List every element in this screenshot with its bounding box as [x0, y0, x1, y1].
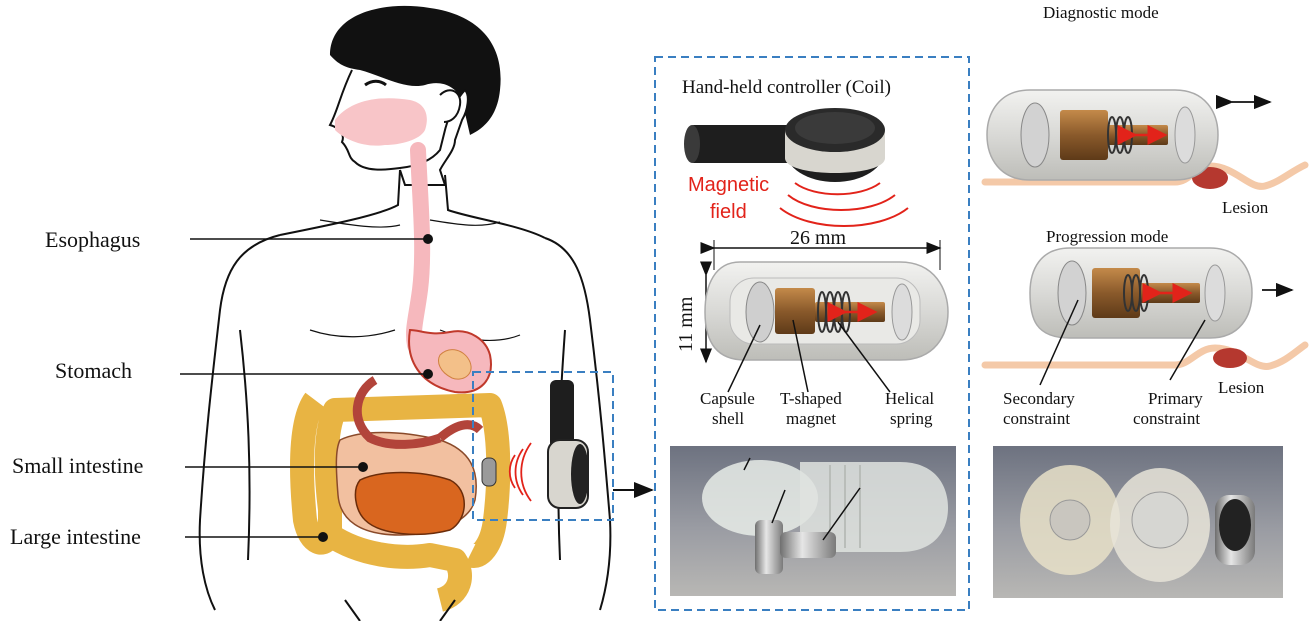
stomach-marker	[423, 369, 433, 379]
magnet-label-line2: magnet	[786, 409, 836, 428]
small-intestine-dark	[355, 473, 464, 535]
progression-mode-title: Progression mode	[1046, 227, 1168, 246]
arm-inner-left	[240, 330, 250, 560]
label-large-intestine: Large intestine	[10, 524, 141, 549]
label-stomach: Stomach	[55, 358, 132, 383]
secondary-constraint-label-line1: Secondary	[1003, 389, 1075, 408]
capsule-diameter-label: 11 mm	[675, 296, 697, 352]
capsule-in-body-icon	[482, 458, 496, 486]
spring-label-line1: Helical	[885, 389, 934, 408]
magnetic-field-arcs-icon	[780, 183, 908, 226]
eye	[365, 81, 386, 85]
small-field-arcs-icon	[510, 443, 531, 501]
lesion-bottom	[1213, 348, 1247, 368]
large-intestine-marker	[318, 532, 328, 542]
diagnostic-mode-title: Diagnostic mode	[1043, 3, 1159, 22]
tissue-wall-bottom	[985, 345, 1305, 366]
label-esophagus: Esophagus	[45, 227, 140, 252]
human-body-illustration	[200, 6, 611, 621]
label-small-intestine: Small intestine	[12, 453, 143, 478]
small-intestine-marker	[358, 462, 368, 472]
small-controller-icon	[548, 380, 589, 508]
capsule-schematic	[705, 240, 948, 362]
constraints-photo	[993, 446, 1283, 598]
secondary-constraint-label-line2: constraint	[1003, 409, 1070, 428]
esophagus-marker	[423, 234, 433, 244]
field-label-line2: field	[710, 201, 747, 223]
capsule-shell-label-line2: shell	[712, 409, 744, 428]
primary-constraint-label-line2: constraint	[1133, 409, 1200, 428]
lesion-label-top: Lesion	[1222, 198, 1269, 217]
magnet-label-line1: T-shaped	[780, 389, 842, 408]
controller-title: Hand-held controller (Coil)	[682, 77, 891, 98]
capsule-length-label: 26 mm	[790, 227, 847, 249]
esophagus-tube	[414, 150, 422, 345]
field-label-line1: Magnetic	[688, 174, 769, 196]
capsule-parts-photo	[670, 446, 956, 596]
spring-label-line2: spring	[890, 409, 933, 428]
controller-coil-illustration	[684, 108, 885, 182]
primary-constraint-label-line1: Primary	[1148, 389, 1203, 408]
lesion-label-bottom: Lesion	[1218, 378, 1265, 397]
capsule-shell-label-line1: Capsule	[700, 389, 755, 408]
progression-mode-illustration	[985, 248, 1305, 368]
leg-lines	[345, 600, 455, 621]
diagnostic-mode-illustration	[985, 90, 1305, 189]
